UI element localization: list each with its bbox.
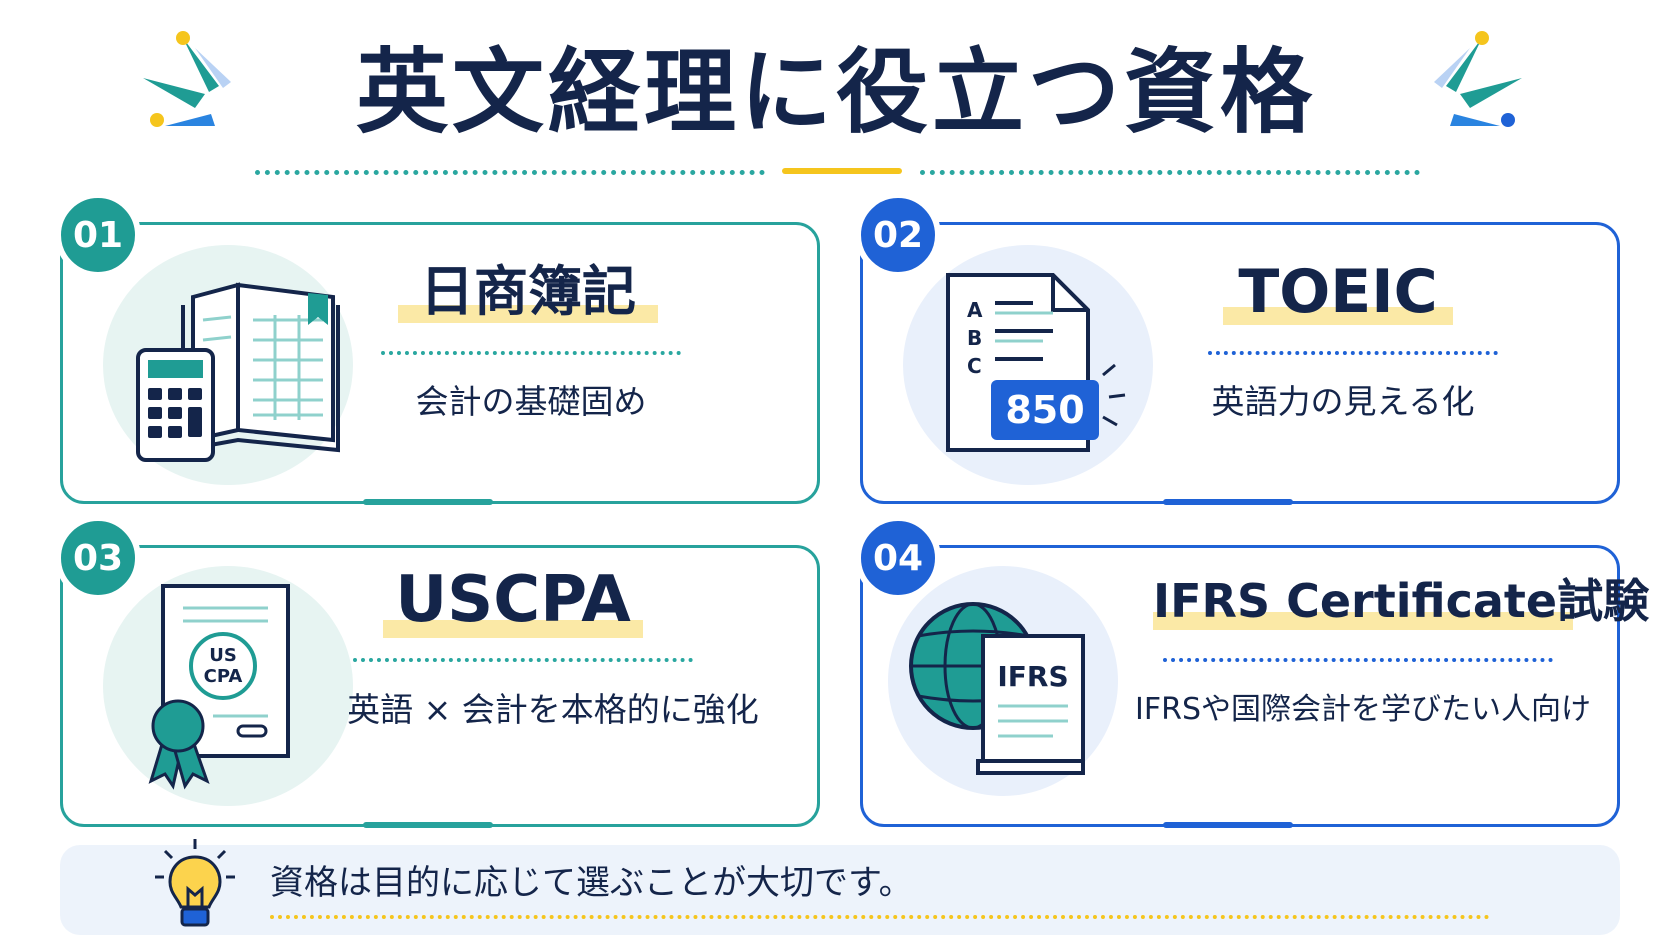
card-foot-accent	[1163, 822, 1293, 828]
card-foot-accent	[1163, 499, 1293, 505]
card-title: IFRS Certificate試験	[1153, 574, 1650, 630]
title-highlight	[1223, 307, 1453, 325]
card-number-badge: 01	[55, 192, 141, 278]
page-title: 英文経理に役立つ資格	[355, 39, 1316, 146]
burst-left-icon	[143, 31, 231, 127]
tip-text: 資格は目的に応じて選ぶことが大切です。	[270, 863, 913, 903]
card-number-badge: 04	[855, 515, 941, 601]
globe-book-icon: IFRS	[888, 566, 1118, 796]
seal-text-cpa: CPA	[204, 666, 243, 687]
title-highlight	[398, 305, 658, 323]
card-title: TOEIC	[1223, 255, 1453, 329]
title-divider-right	[920, 170, 1420, 175]
certificate-icon: US CPA	[103, 566, 353, 806]
card-divider	[1208, 351, 1498, 355]
tip-banner: 資格は目的に応じて選ぶことが大切です。	[60, 839, 1620, 935]
seal-text-us: US	[209, 645, 237, 666]
card-uscpa: US CPA USCPA 英語 × 会計を本格的に強化	[60, 545, 820, 828]
answer-letter-b: B	[967, 326, 982, 350]
card-subtitle: 英語 × 会計を本格的に強化	[347, 690, 759, 729]
card-number-badge: 03	[55, 515, 141, 601]
title-divider-left	[255, 170, 765, 175]
card-divider	[353, 658, 693, 662]
burst-right-icon	[1434, 31, 1522, 127]
answer-letter-c: C	[967, 354, 982, 378]
card-subtitle: 会計の基礎固め	[415, 382, 647, 421]
ledger-calculator-icon	[103, 245, 353, 485]
card-title: 日商簿記	[398, 257, 658, 327]
card-subtitle: 英語力の見える化	[1211, 382, 1475, 421]
card-foot-accent	[363, 822, 493, 828]
title-highlight	[383, 620, 643, 638]
card-toeic: A B C 850 TOEIC 英語力の見える化	[860, 222, 1620, 505]
card-title: USCPA	[383, 558, 643, 642]
title-highlight	[1153, 612, 1573, 630]
card-ifrs-certificate: IFRS IFRS Certificate試験 IFRSや国際会計を学びたい人向…	[860, 545, 1650, 828]
book-label: IFRS	[997, 660, 1068, 693]
lightbulb-icon	[155, 839, 235, 927]
card-divider	[1163, 658, 1553, 662]
card-foot-accent	[363, 499, 493, 505]
tip-divider	[270, 915, 1490, 919]
test-sheet-icon: A B C 850	[903, 245, 1153, 485]
score-value: 850	[1005, 388, 1084, 432]
card-nissho-boki: 日商簿記 会計の基礎固め	[60, 222, 820, 505]
card-subtitle: IFRSや国際会計を学びたい人向け	[1135, 692, 1591, 727]
card-number-badge: 02	[855, 192, 941, 278]
card-divider	[381, 351, 681, 355]
title-divider-accent	[782, 168, 902, 174]
answer-letter-a: A	[967, 298, 983, 322]
